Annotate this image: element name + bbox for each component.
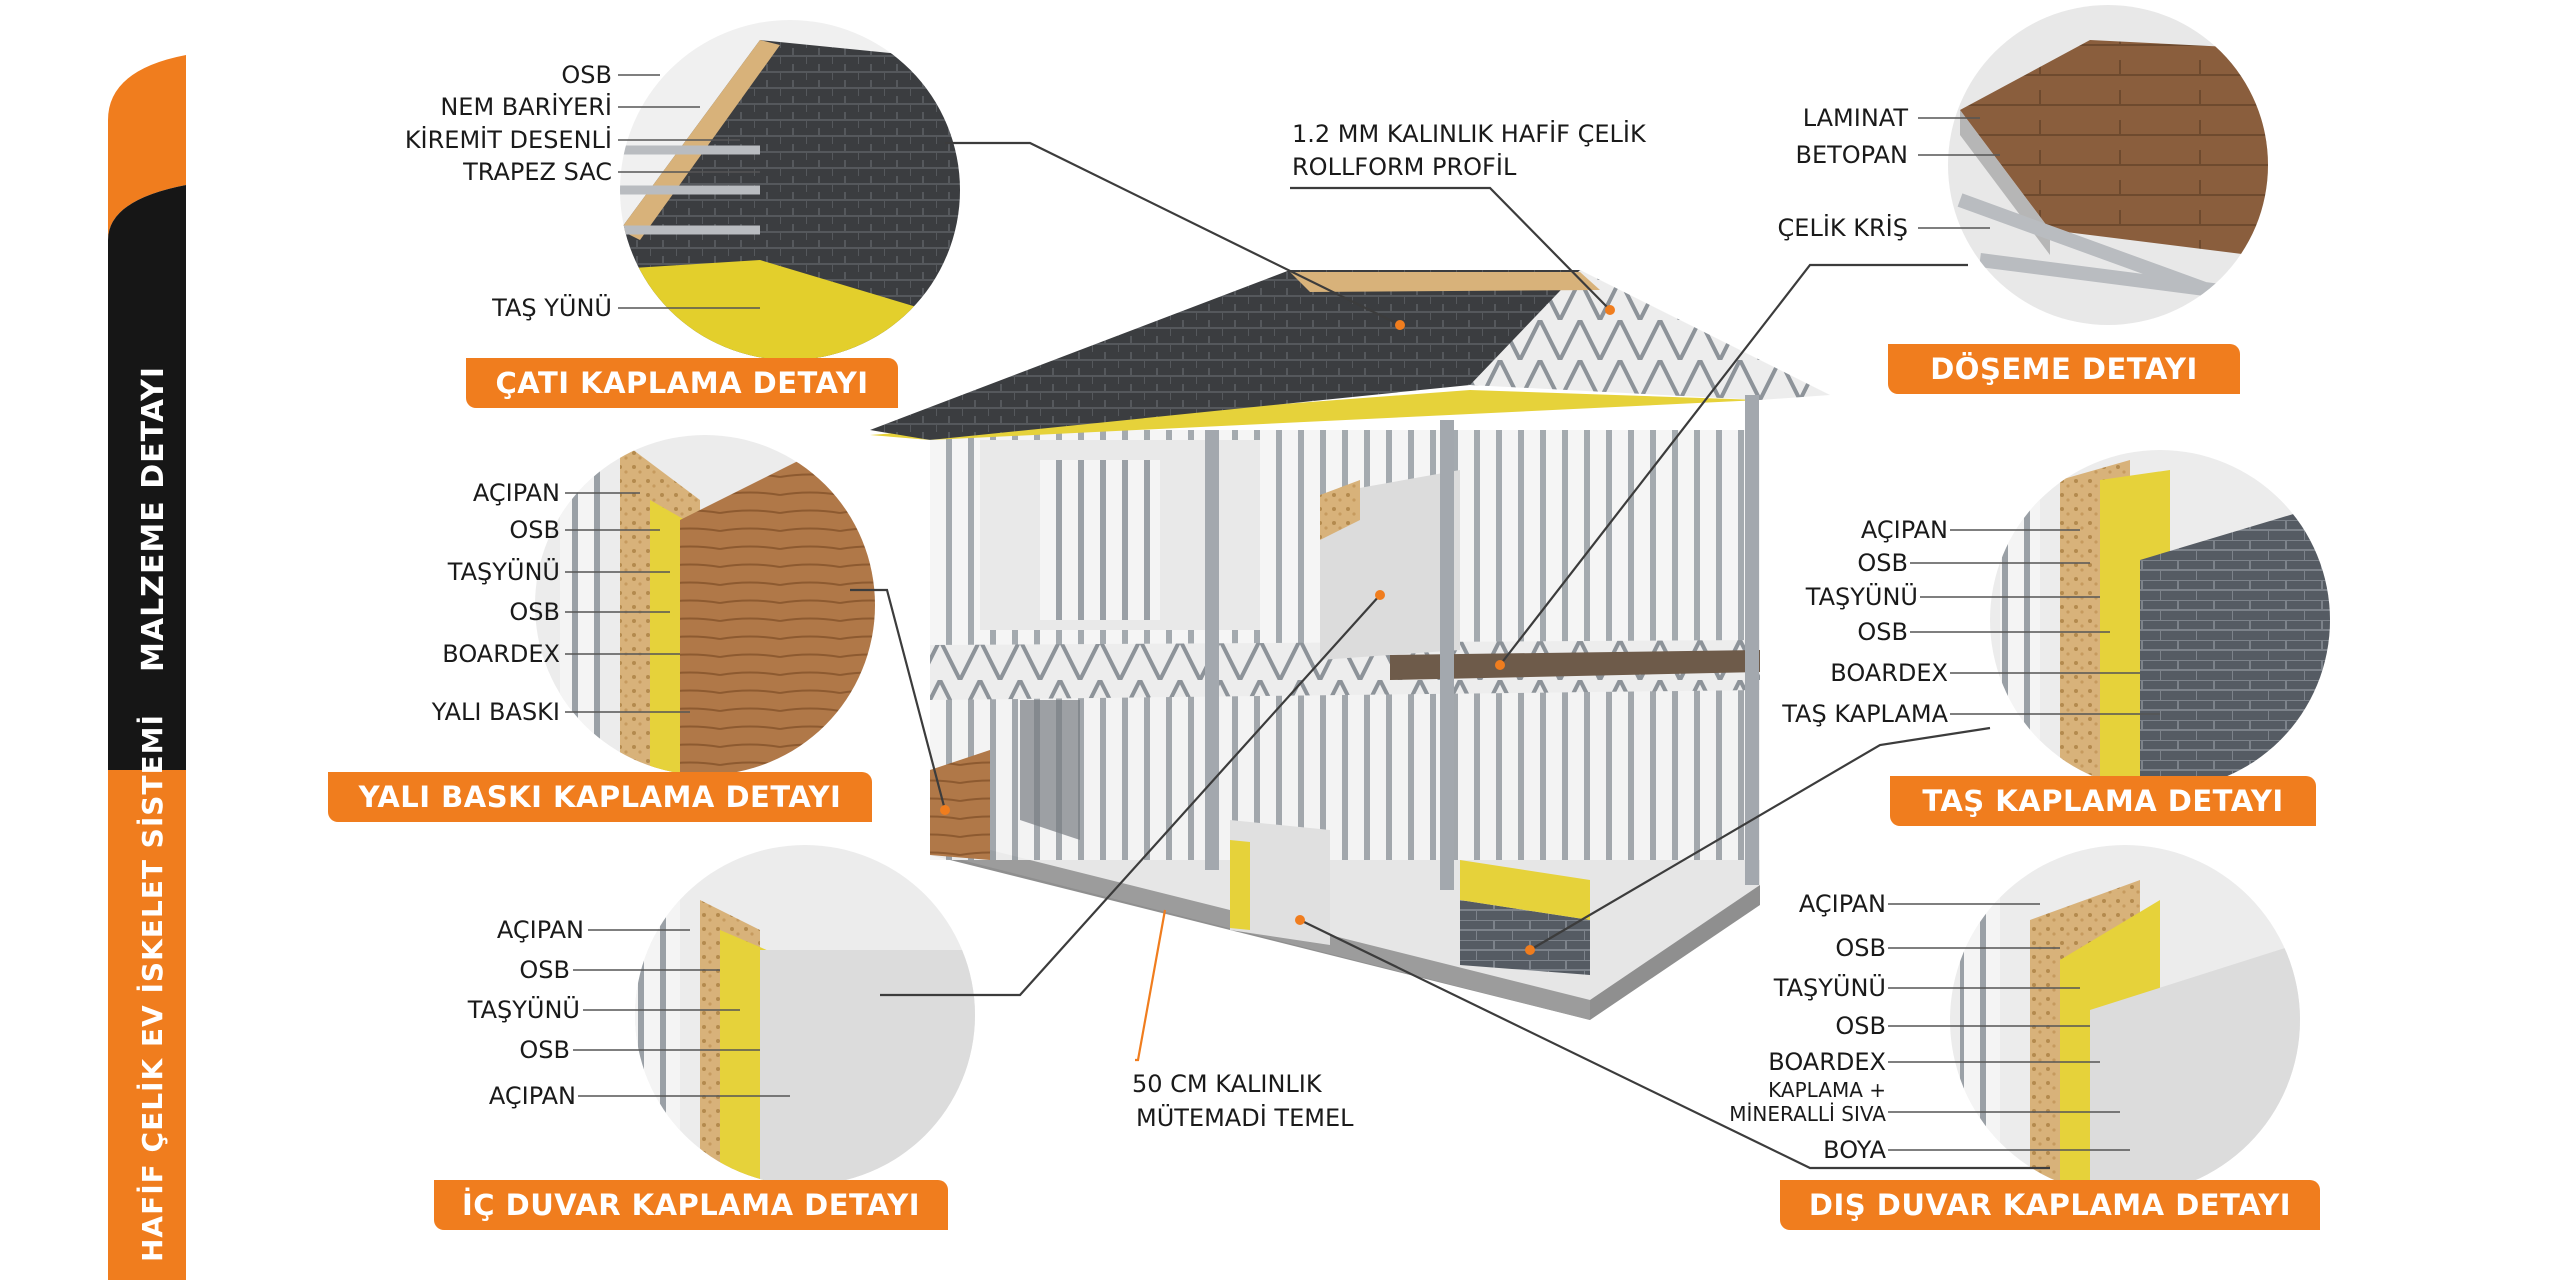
outer-wall-detail-image	[1950, 845, 2300, 1195]
yali-detail-image	[535, 435, 875, 775]
outer-layer-cladding: KAPLAMA +	[1768, 1078, 1886, 1102]
floor-layer-betopan: BETOPAN	[1795, 141, 1909, 169]
stone-detail-image	[1990, 450, 2330, 790]
house-frame	[870, 270, 1830, 1020]
floor-detail-banner: DÖŞEME DETAYI	[1888, 344, 2240, 394]
side-band	[108, 55, 186, 1280]
yali-layer-acipan: AÇIPAN	[472, 479, 560, 507]
outer-layer-stone-wool: TAŞYÜNÜ	[1773, 974, 1886, 1002]
yali-layer-stone-wool: TAŞYÜNÜ	[447, 558, 560, 586]
yali-layer-yali-baski: YALI BASKI	[431, 698, 560, 726]
stone-detail-banner: TAŞ KAPLAMA DETAYI	[1890, 776, 2316, 826]
inner-wall-detail-banner: İÇ DUVAR KAPLAMA DETAYI	[434, 1180, 948, 1230]
foundation-callout-line2: MÜTEMADİ TEMEL	[1136, 1104, 1354, 1132]
profile-callout-line2: ROLLFORM PROFİL	[1292, 153, 1517, 181]
yali-layer-boardex: BOARDEX	[442, 640, 560, 668]
stone-layer-boardex: BOARDEX	[1830, 659, 1948, 687]
inner-wall-detail-image	[635, 845, 975, 1185]
floor-layer-laminat: LAMINAT	[1802, 104, 1908, 132]
roof-layer-tile-pattern: KİREMİT DESENLİ	[404, 126, 612, 154]
roof-detail-image	[620, 20, 960, 360]
callout-dots	[940, 305, 1615, 955]
stone-layer-osb-1: OSB	[1857, 549, 1908, 577]
callout-lines	[850, 141, 2050, 1170]
outer-wall-detail-banner: DIŞ DUVAR KAPLAMA DETAYI	[1780, 1180, 2320, 1230]
foundation-callout-line	[1135, 909, 1167, 1062]
roof-layer-moisture-barrier: NEM BARİYERİ	[440, 93, 612, 121]
stone-layer-stone-wool: TAŞYÜNÜ	[1805, 583, 1918, 611]
inner-layer-acipan-2: AÇIPAN	[488, 1082, 576, 1110]
outer-layer-osb-1: OSB	[1835, 934, 1886, 962]
outer-layer-paint: BOYA	[1823, 1136, 1886, 1164]
outer-layer-boardex: BOARDEX	[1768, 1048, 1886, 1076]
yali-layer-osb-1: OSB	[509, 516, 560, 544]
yali-detail-banner: YALI BASKI KAPLAMA DETAYI	[328, 772, 872, 822]
profile-callout-line1: 1.2 MM KALINLIK HAFİF ÇELİK	[1292, 120, 1646, 148]
foundation-callout-line1: 50 CM KALINLIK	[1132, 1070, 1322, 1098]
roof-layer-osb: OSB	[561, 61, 612, 89]
label-leaders	[565, 74, 2160, 1151]
roof-detail-banner: ÇATI KAPLAMA DETAYI	[466, 358, 898, 408]
floor-layer-steel-joist: ÇELİK KRİŞ	[1777, 214, 1908, 242]
inner-layer-acipan-1: AÇIPAN	[496, 916, 584, 944]
outer-layer-mineral-plaster: MİNERALLİ SIVA	[1729, 1102, 1886, 1126]
inner-layer-stone-wool: TAŞYÜNÜ	[467, 996, 580, 1024]
outer-layer-osb-2: OSB	[1835, 1012, 1886, 1040]
roof-layer-trapez-sheet: TRAPEZ SAC	[463, 158, 612, 186]
inner-layer-osb-1: OSB	[519, 956, 570, 984]
roof-layer-stone-wool: TAŞ YÜNÜ	[492, 294, 612, 322]
outer-layer-acipan: AÇIPAN	[1798, 890, 1886, 918]
floor-detail-image	[1948, 5, 2268, 325]
yali-layer-osb-2: OSB	[509, 598, 560, 626]
stone-layer-osb-2: OSB	[1857, 618, 1908, 646]
stone-layer-acipan: AÇIPAN	[1860, 516, 1948, 544]
inner-layer-osb-2: OSB	[519, 1036, 570, 1064]
stone-layer-stone-cladding: TAŞ KAPLAMA	[1782, 700, 1948, 728]
